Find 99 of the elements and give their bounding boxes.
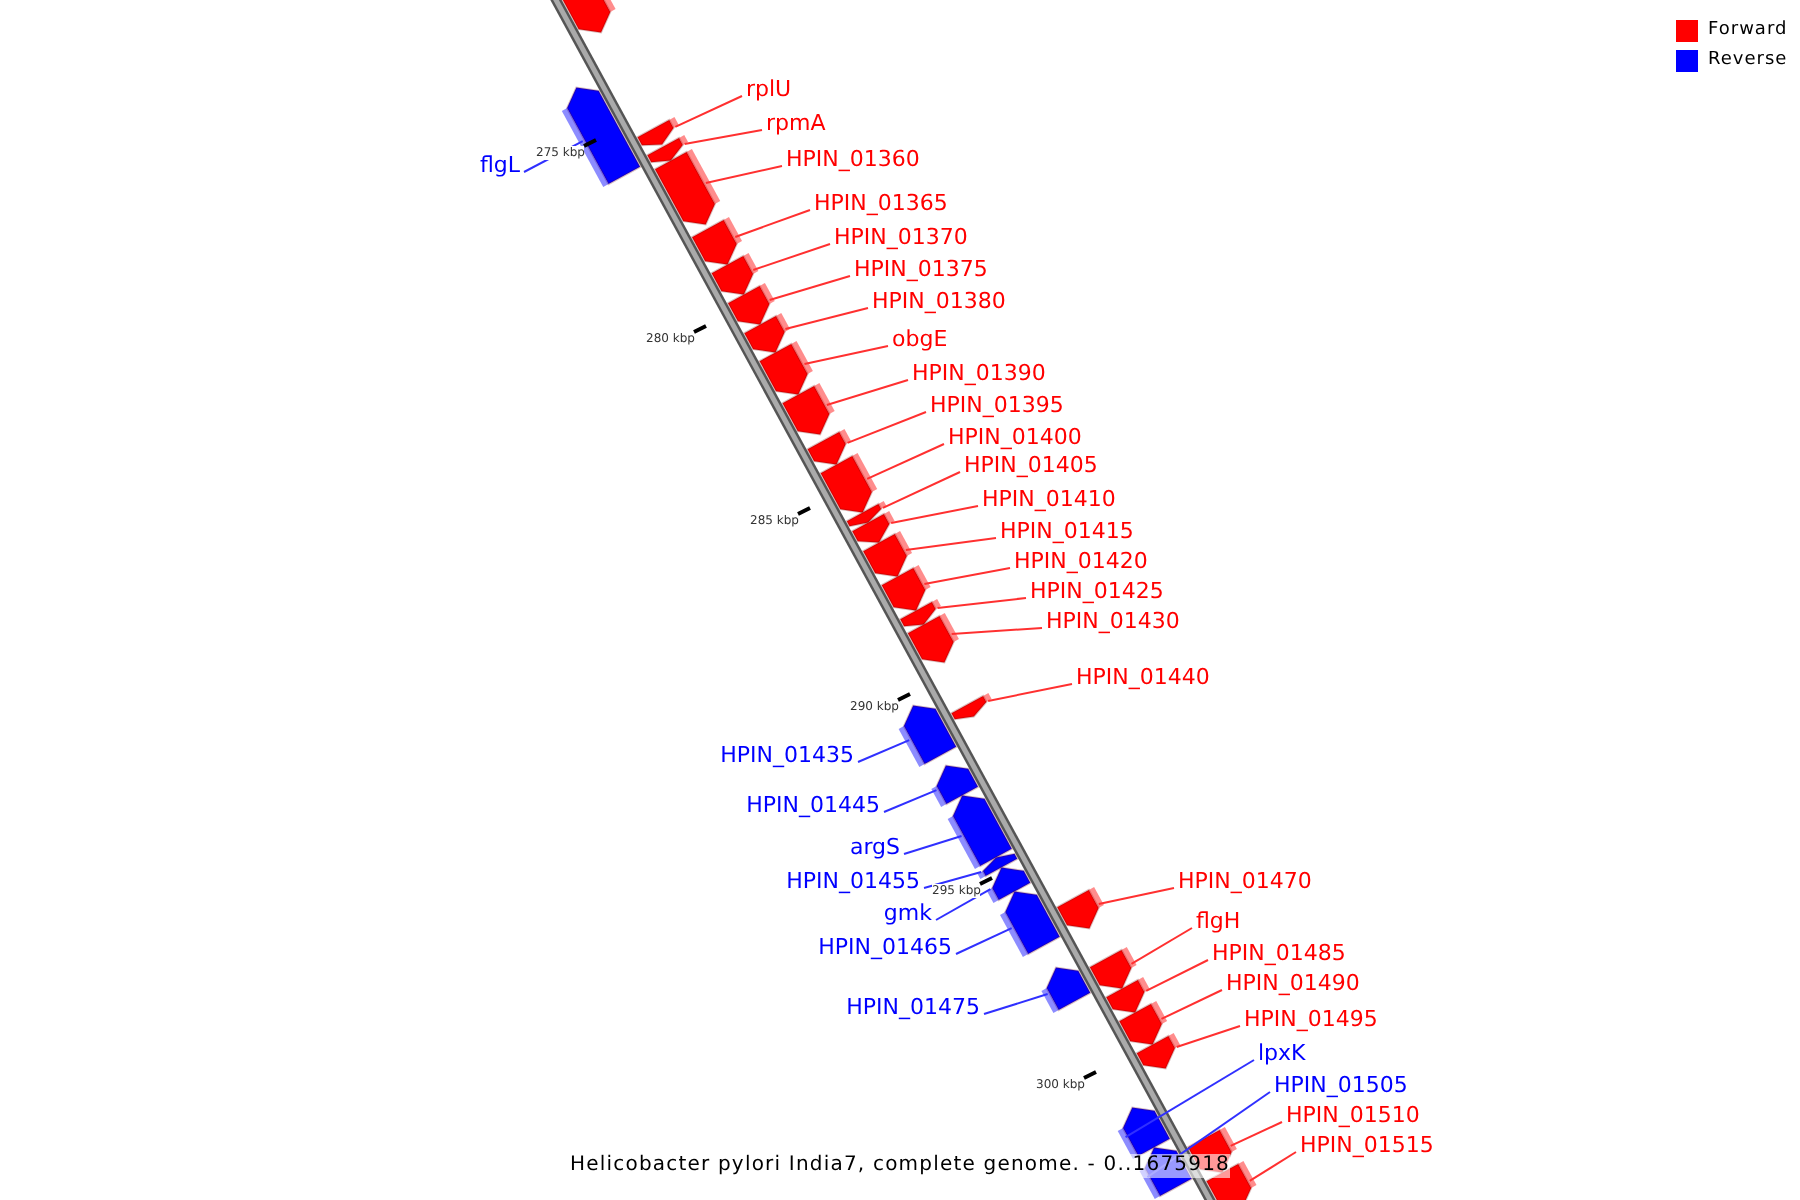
gene-label: HPIN_01455 (786, 868, 920, 894)
gene-label: HPIN_01470 (1178, 868, 1312, 894)
leader-line (1160, 989, 1223, 1020)
gene-feature (1041, 966, 1092, 1013)
leader-line (1097, 887, 1175, 905)
leader-line (923, 871, 983, 889)
leader-line (857, 739, 911, 763)
gene-label: HPIN_01465 (818, 934, 952, 960)
leader-line (935, 888, 992, 921)
gene-feature (898, 704, 958, 767)
leader-line (890, 505, 979, 524)
gene-label: HPIN_01505 (1274, 1072, 1408, 1098)
leader-line (734, 209, 811, 238)
legend-label: Reverse (1708, 48, 1788, 72)
gene-feature (1118, 1001, 1168, 1046)
gene-feature (950, 693, 992, 721)
leader-line (1124, 1059, 1255, 1139)
leader-line (903, 835, 963, 855)
leader-line (784, 307, 869, 330)
leader-line (1145, 959, 1209, 992)
gene-label: HPIN_01515 (1300, 1132, 1434, 1158)
gene-label: HPIN_01495 (1244, 1006, 1378, 1032)
gene-feature (1055, 887, 1104, 930)
gene-label: HPIN_01390 (912, 360, 1046, 386)
gene-label: rpmA (766, 110, 826, 136)
gene-label: HPIN_01415 (1000, 518, 1134, 544)
leader-line (950, 627, 1043, 635)
leader-line (904, 537, 997, 551)
gene-label: gmk (883, 900, 932, 926)
gene-feature (1088, 947, 1137, 990)
gene-feature (1104, 977, 1150, 1014)
gene-feature (1135, 1033, 1181, 1070)
gene-label: HPIN_01430 (1046, 608, 1180, 634)
leader-line (1229, 1121, 1283, 1147)
leader-line (803, 345, 889, 365)
leader-line (846, 411, 927, 444)
leader-line (881, 471, 961, 509)
gene-label: HPIN_01370 (834, 224, 968, 250)
leader-line (923, 567, 1011, 585)
gene-feature (646, 135, 689, 164)
gene-label: HPIN_01360 (786, 146, 920, 172)
gene-label: HPIN_01410 (982, 486, 1116, 512)
gene-feature (636, 117, 679, 147)
gene-feature (986, 866, 1032, 903)
gene-feature (1117, 1106, 1172, 1159)
gene-feature (861, 531, 913, 578)
gene-feature (726, 283, 775, 326)
gene-feature (781, 383, 835, 436)
gene-label: HPIN_01375 (854, 256, 988, 282)
caption: Helicobacter pylori India7, complete genome. - 0..1675918 (570, 1154, 1231, 1178)
leader-line (866, 443, 945, 480)
leader-line (936, 597, 1027, 609)
leader-line (752, 243, 831, 271)
gene-label: flgL (479, 152, 520, 178)
leader-line (704, 165, 783, 184)
leader-line (674, 95, 743, 128)
leader-line (983, 993, 1049, 1015)
gene-feature (653, 149, 721, 226)
gene-label: HPIN_01405 (964, 452, 1098, 478)
leader-line (683, 129, 763, 145)
gene-label: obgE (892, 326, 948, 352)
gene-feature (561, 86, 642, 187)
gene-feature (743, 313, 790, 354)
leader-line (825, 379, 909, 406)
gene-feature (710, 253, 759, 296)
gene-feature (758, 341, 813, 396)
gene-label: HPIN_01420 (1014, 548, 1148, 574)
gene-label: HPIN_01435 (720, 742, 854, 768)
gene-label: HPIN_01380 (872, 288, 1006, 314)
leader-line (1146, 1091, 1271, 1179)
gene-label: lpxK (1258, 1040, 1306, 1066)
gene-feature (845, 501, 887, 528)
leader-line (987, 683, 1073, 702)
gene-label: HPIN_01475 (846, 994, 980, 1020)
gene-label: HPIN_01425 (1030, 578, 1164, 604)
gene-label: HPIN_01510 (1286, 1102, 1420, 1128)
gene-feature (690, 217, 743, 266)
gene-feature (977, 852, 1019, 879)
gene-label: HPIN_01395 (930, 392, 1064, 418)
legend-label: Forward (1708, 18, 1788, 42)
gene-label: HPIN_01485 (1212, 940, 1346, 966)
gene-label: flgH (1196, 908, 1241, 934)
leader-line (768, 275, 851, 301)
gene-feature (947, 794, 1014, 869)
gene-feature (931, 764, 980, 807)
gene-label: HPIN_01440 (1076, 664, 1210, 690)
gene-label: HPIN_01445 (746, 792, 880, 818)
gene-label: HPIN_01365 (814, 190, 948, 216)
gene-label: HPIN_01400 (948, 424, 1082, 450)
gene-label: argS (849, 834, 900, 860)
gene-label: HPIN_01490 (1226, 970, 1360, 996)
leader-line (1130, 927, 1193, 965)
leader-line (883, 789, 938, 813)
gene-feature (806, 429, 852, 466)
leader-line (1175, 1025, 1241, 1048)
gene-feature (850, 511, 895, 544)
leader-line (1248, 1151, 1297, 1182)
leader-line (955, 927, 1013, 955)
gene-label: rplU (746, 76, 792, 102)
